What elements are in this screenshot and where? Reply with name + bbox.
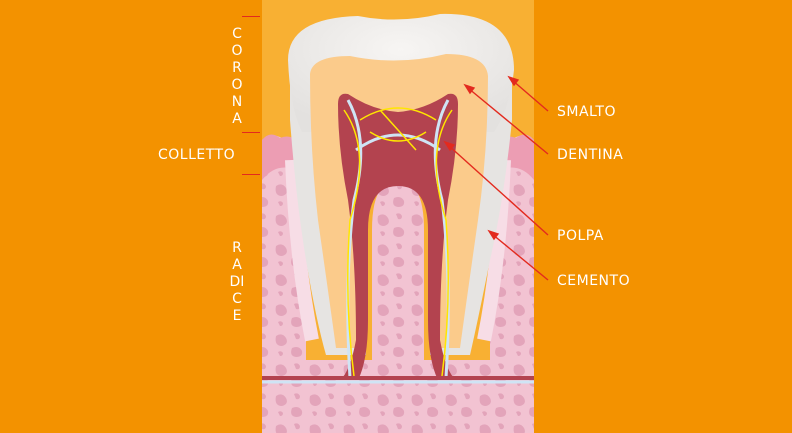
leader-dentina [467, 87, 549, 155]
tick-corona-top [242, 16, 260, 17]
callout-smalto: SMALTO [557, 104, 616, 120]
leader-smalto [511, 79, 549, 112]
leader-cemento [491, 233, 549, 281]
leader-polpa [447, 144, 549, 236]
leader-lines [443, 75, 549, 281]
pulp [338, 93, 458, 380]
nerve [343, 109, 361, 377]
tick-colletto-bottom [242, 174, 260, 175]
callout-dentina: DENTINA [557, 147, 624, 163]
callout-polpa: POLPA [557, 228, 604, 244]
section-label-radice: RADICE [229, 240, 245, 324]
tick-corona-bottom [242, 132, 260, 133]
callout-cemento: CEMENTO [557, 273, 631, 289]
section-label-colletto: COLLETTO [158, 147, 236, 163]
section-label-corona: CORONA [231, 26, 243, 127]
